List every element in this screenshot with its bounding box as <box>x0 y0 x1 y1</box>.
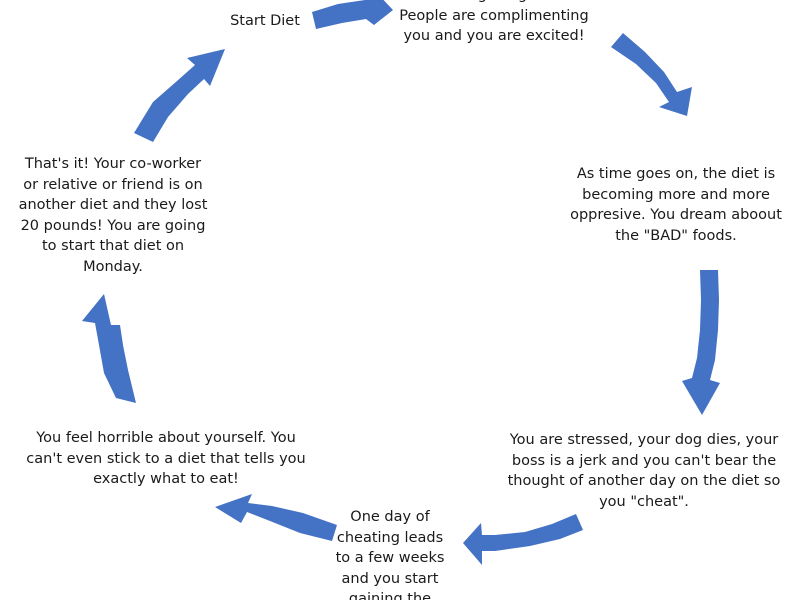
arrow-oppressive-to-stressed <box>682 270 720 415</box>
step-losing-weight: Losing Weight! People are complimenting … <box>399 0 589 44</box>
arrow-losing-weight-to-oppressive <box>611 33 692 116</box>
step-new-diet-monday: That's it! Your co-worker or relative or… <box>18 156 208 275</box>
arrow-horrible-to-thats-it <box>82 294 136 403</box>
arrow-start-to-losing-weight <box>312 0 393 29</box>
arrow-thats-it-to-start <box>134 49 225 142</box>
step-start-diet: Start Diet <box>230 13 300 29</box>
arrow-stressed-to-cheating <box>463 514 583 565</box>
step-stressed-cheat: You are stressed, your dog dies, your bo… <box>507 432 781 510</box>
step-diet-oppressive: As time goes on, the diet is becoming mo… <box>570 166 782 244</box>
arrow-cheating-to-horrible <box>215 494 337 541</box>
step-cheating-weight-back: One day of cheating leads to a few weeks… <box>335 509 445 600</box>
step-feel-horrible: You feel horrible about yourself. You ca… <box>26 430 306 487</box>
